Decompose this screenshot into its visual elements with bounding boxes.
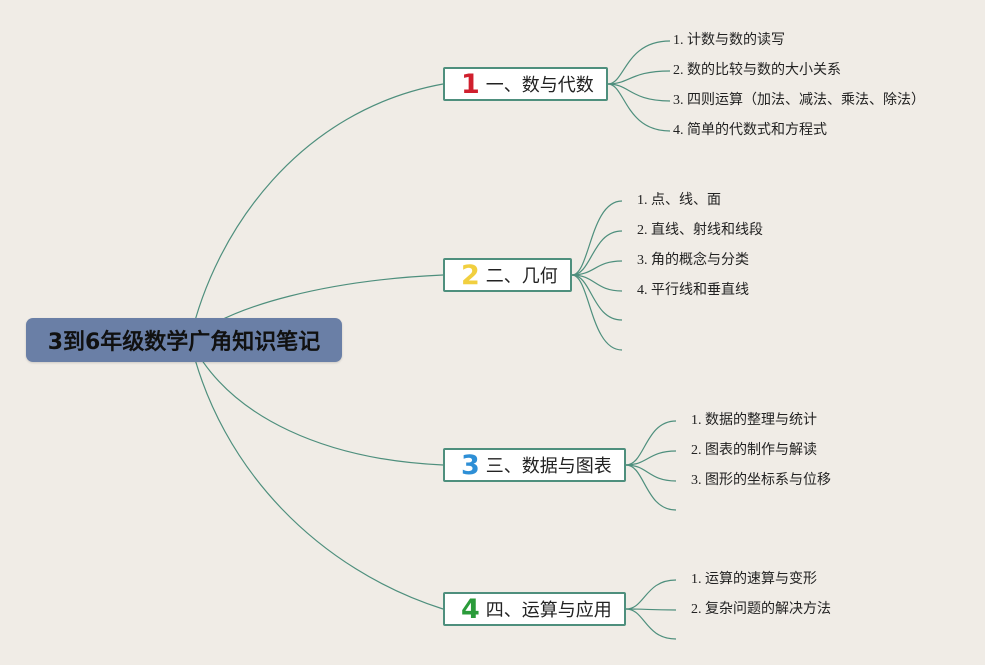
root-node[interactable]: 3到6年级数学广角知识笔记 — [26, 318, 342, 362]
branch-node-2[interactable]: 2 二、几何 — [443, 258, 572, 292]
connector-root-branch1 — [189, 83, 444, 341]
number-1-icon: 1 — [461, 68, 480, 100]
number-3-icon: 3 — [461, 449, 480, 481]
branch-label: 四、运算与应用 — [485, 600, 612, 621]
leaf-item[interactable]: 2. 直线、射线和线段 — [637, 223, 763, 238]
leaf-item[interactable]: 2. 图表的制作与解读 — [691, 443, 817, 458]
leaf-item[interactable]: 3. 角的概念与分类 — [637, 253, 749, 268]
leaf-item[interactable]: 1. 计数与数的读写 — [673, 33, 785, 48]
branch-node-4[interactable]: 4 四、运算与应用 — [443, 592, 626, 626]
branch-label: 三、数据与图表 — [485, 456, 612, 477]
leaf-item[interactable]: 2. 数的比较与数的大小关系 — [673, 63, 841, 78]
number-2-icon: 2 — [461, 259, 480, 291]
leaf-item[interactable]: 1. 运算的速算与变形 — [691, 572, 817, 587]
leaf-item[interactable]: 1. 数据的整理与统计 — [691, 413, 817, 428]
leaf-item[interactable]: 2. 复杂问题的解决方法 — [691, 602, 831, 617]
leaf-item[interactable]: 4. 简单的代数式和方程式 — [673, 123, 827, 138]
leaf-item[interactable]: 1. 点、线、面 — [637, 193, 721, 208]
number-4-icon: 4 — [461, 593, 480, 625]
leaf-item[interactable]: 3. 四则运算（加法、减法、乘法、除法） — [673, 93, 925, 108]
connector-root-branch4 — [189, 339, 444, 610]
connector-root-branch3 — [189, 339, 444, 466]
leaf-item[interactable]: 4. 平行线和垂直线 — [637, 283, 749, 298]
leaf-item[interactable]: 3. 图形的坐标系与位移 — [691, 473, 831, 488]
branch-label: 一、数与代数 — [485, 75, 594, 96]
root-title: 3到6年级数学广角知识笔记 — [47, 330, 321, 355]
branch-label: 二、几何 — [485, 266, 558, 287]
branch-node-3[interactable]: 3 三、数据与图表 — [443, 448, 626, 482]
branch-node-1[interactable]: 1 一、数与代数 — [443, 67, 608, 101]
